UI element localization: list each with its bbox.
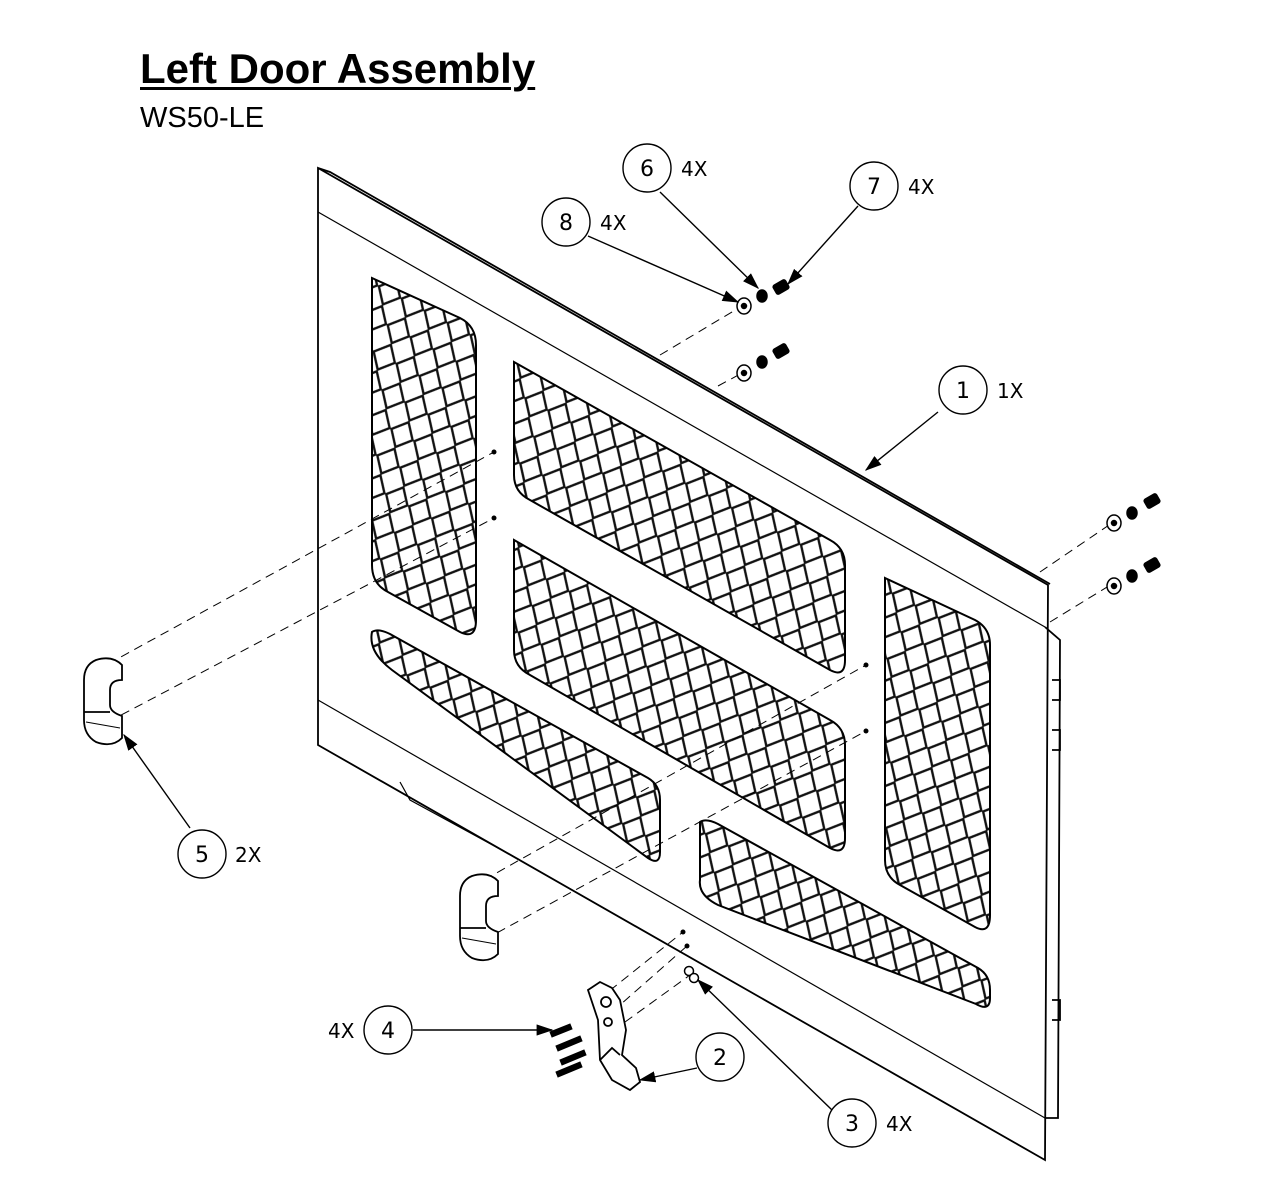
- callout-5-qty: 2X: [235, 843, 262, 867]
- latch-nuts: [683, 965, 700, 984]
- callout-1-qty: 1X: [997, 379, 1024, 403]
- callout-4: 4 4X: [328, 1005, 413, 1055]
- latch: [586, 980, 642, 1092]
- callout-2: 2: [695, 1032, 745, 1082]
- mesh-opening-upper-center: [513, 360, 846, 674]
- callout-8-item: 8: [559, 211, 573, 236]
- part-number: WS50-LE: [140, 102, 265, 134]
- hardware-stack-top-1: [736, 279, 790, 315]
- hardware-stack-right-2: [1106, 557, 1161, 595]
- callout-6-item: 6: [640, 157, 654, 182]
- callout-6: 6 4X: [622, 143, 708, 193]
- callout-5: 5 2X: [177, 829, 262, 879]
- mesh-openings: [370, 276, 991, 1008]
- handle-left: [83, 657, 123, 746]
- hardware-stack-right-1: [1106, 493, 1161, 532]
- callout-7-qty: 4X: [908, 175, 935, 199]
- callout-8: 8 4X: [541, 197, 627, 247]
- callout-7-item: 7: [867, 175, 881, 200]
- callout-1-item: 1: [956, 379, 970, 404]
- mesh-opening-middle-center: [513, 538, 846, 852]
- callout-2-item: 2: [713, 1046, 727, 1071]
- mesh-opening-upper-left: [371, 276, 477, 636]
- hardware-stack-top-2: [736, 343, 790, 382]
- mesh-opening-lower-right: [698, 819, 991, 1008]
- mesh-opening-lower-left: [370, 629, 661, 862]
- latch-screws: [549, 1023, 587, 1078]
- callout-1: 1 1X: [938, 365, 1024, 415]
- callout-3: 3 4X: [827, 1098, 913, 1148]
- callout-6-qty: 4X: [681, 157, 708, 181]
- callout-7: 7 4X: [849, 161, 935, 211]
- callout-3-item: 3: [845, 1112, 859, 1137]
- callout-4-qty: 4X: [328, 1019, 355, 1043]
- mesh-opening-right: [884, 576, 991, 931]
- callout-3-qty: 4X: [886, 1112, 913, 1136]
- handle-lower: [459, 873, 499, 962]
- callout-4-item: 4: [381, 1019, 395, 1044]
- drawing-title: Left Door Assembly: [140, 45, 536, 92]
- leader-lines: [123, 191, 939, 1111]
- callout-5-item: 5: [195, 843, 209, 868]
- callout-8-qty: 4X: [600, 211, 627, 235]
